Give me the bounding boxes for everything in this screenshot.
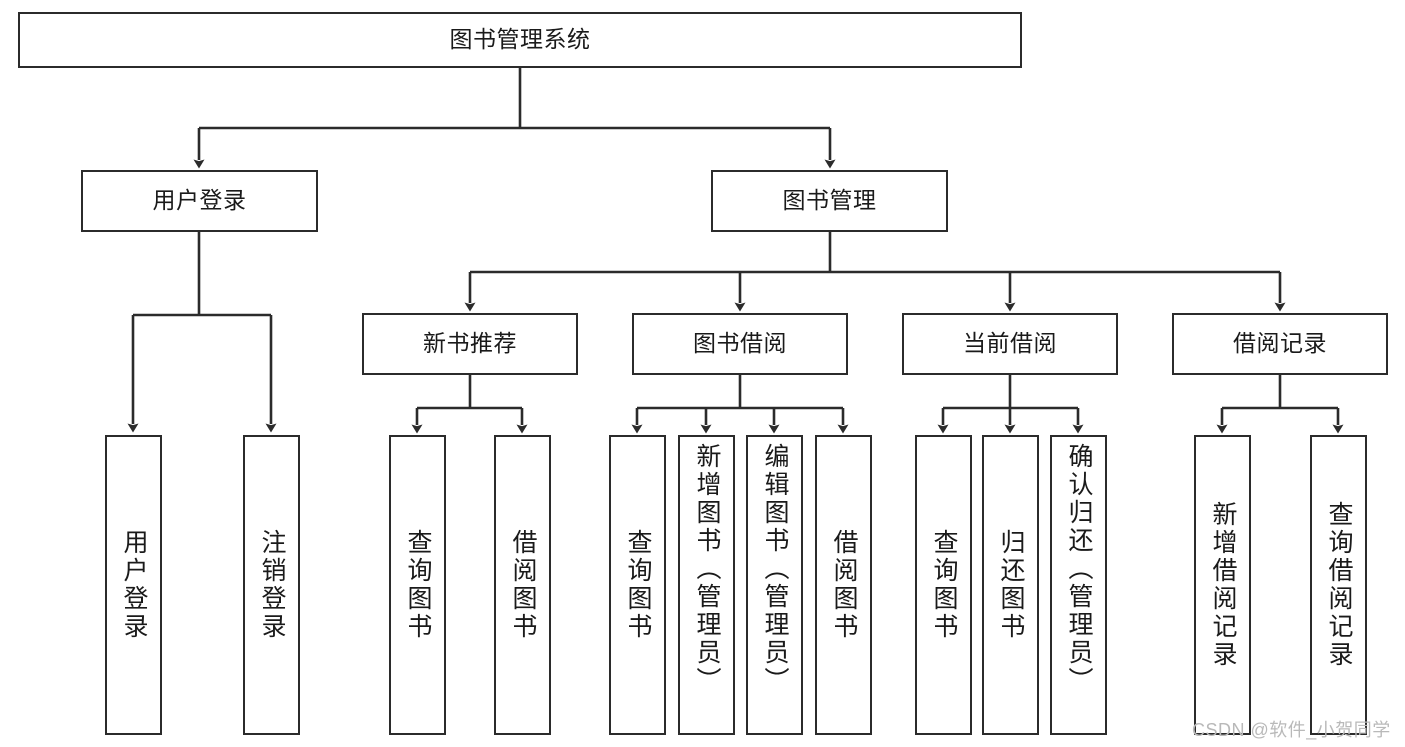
node-book-management[interactable]: 图书管理	[711, 170, 948, 232]
node-current-borrow[interactable]: 当前借阅	[902, 313, 1118, 375]
node-new-book-recommend[interactable]: 新书推荐	[362, 313, 578, 375]
leaf-confirm-return-admin[interactable]: 确认归还（管理员）	[1050, 435, 1107, 735]
node-label: 图书借阅	[693, 330, 787, 357]
node-user-login[interactable]: 用户登录	[81, 170, 318, 232]
node-label: 用户登录	[120, 529, 148, 641]
leaf-logout-login[interactable]: 注销登录	[243, 435, 300, 735]
node-label: 查询图书	[624, 529, 652, 641]
node-label: 新书推荐	[423, 330, 517, 357]
leaf-return-book[interactable]: 归还图书	[982, 435, 1039, 735]
leaf-query-book-current[interactable]: 查询图书	[915, 435, 972, 735]
leaf-user-login[interactable]: 用户登录	[105, 435, 162, 735]
leaf-borrow-book-borrow[interactable]: 借阅图书	[815, 435, 872, 735]
node-label: 新增图书（管理员）	[693, 443, 721, 695]
node-label: 用户登录	[152, 187, 247, 214]
node-label: 当前借阅	[963, 330, 1057, 357]
node-label: 查询图书	[404, 529, 432, 641]
node-label: 借阅记录	[1233, 330, 1327, 357]
node-label: 归还图书	[997, 529, 1025, 641]
leaf-add-borrow-record[interactable]: 新增借阅记录	[1194, 435, 1251, 735]
csdn-watermark: CSDN @软件_小贺同学	[1192, 720, 1391, 740]
node-label: 注销登录	[258, 529, 286, 641]
node-label: 图书管理	[782, 187, 877, 214]
node-root-system[interactable]: 图书管理系统	[18, 12, 1022, 68]
node-label: 查询图书	[930, 529, 958, 641]
leaf-query-borrow-record[interactable]: 查询借阅记录	[1310, 435, 1367, 735]
leaf-edit-book-admin[interactable]: 编辑图书（管理员）	[746, 435, 803, 735]
node-label: 编辑图书（管理员）	[761, 443, 789, 695]
node-label: 借阅图书	[830, 529, 858, 641]
leaf-add-book-admin[interactable]: 新增图书（管理员）	[678, 435, 735, 735]
node-label: 图书管理系统	[449, 26, 591, 53]
node-label: 新增借阅记录	[1209, 501, 1237, 669]
node-borrow-record[interactable]: 借阅记录	[1172, 313, 1388, 375]
node-label: 借阅图书	[509, 529, 537, 641]
node-label: 查询借阅记录	[1325, 501, 1353, 669]
leaf-borrow-book-recommend[interactable]: 借阅图书	[494, 435, 551, 735]
leaf-query-book-borrow[interactable]: 查询图书	[609, 435, 666, 735]
node-label: 确认归还（管理员）	[1065, 443, 1093, 695]
node-book-borrow[interactable]: 图书借阅	[632, 313, 848, 375]
leaf-query-book-recommend[interactable]: 查询图书	[389, 435, 446, 735]
